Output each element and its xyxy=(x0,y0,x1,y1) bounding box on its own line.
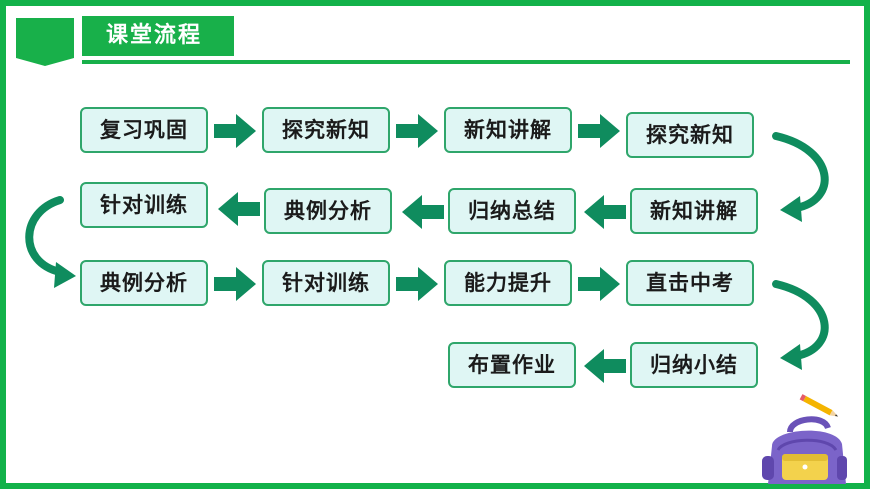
arrow-left-icon xyxy=(584,195,626,229)
step-summarize: 归纳总结 xyxy=(448,188,576,234)
arrow-right-icon xyxy=(396,114,438,148)
arrow-right-icon xyxy=(214,114,256,148)
arrow-right-icon xyxy=(214,267,256,301)
backpack-icon xyxy=(762,416,847,484)
arrow-right-icon xyxy=(578,267,620,301)
step-exam-focus: 直击中考 xyxy=(626,260,754,306)
step-review: 复习巩固 xyxy=(80,107,208,153)
curved-arrow-icon xyxy=(772,132,829,222)
header-underline xyxy=(82,60,850,64)
arrow-right-icon xyxy=(396,267,438,301)
arrow-right-icon xyxy=(578,114,620,148)
step-example-analysis-2: 典例分析 xyxy=(80,260,208,306)
curved-arrow-icon xyxy=(25,196,76,288)
arrow-left-icon xyxy=(402,195,444,229)
step-ability-improve: 能力提升 xyxy=(444,260,572,306)
step-homework: 布置作业 xyxy=(448,342,576,388)
header-marker xyxy=(16,18,74,66)
step-explain-new: 新知讲解 xyxy=(444,107,572,153)
step-explain-new-2: 新知讲解 xyxy=(630,188,758,234)
step-targeted-practice-2: 针对训练 xyxy=(262,260,390,306)
step-example-analysis: 典例分析 xyxy=(264,188,392,234)
step-explore-new: 探究新知 xyxy=(262,107,390,153)
step-explore-new-2: 探究新知 xyxy=(626,112,754,158)
step-summary: 归纳小结 xyxy=(630,342,758,388)
pencil-icon xyxy=(799,394,839,417)
arrow-left-icon xyxy=(218,192,260,226)
step-targeted-practice: 针对训练 xyxy=(80,182,208,228)
section-title: 课堂流程 xyxy=(82,16,234,56)
arrow-left-icon xyxy=(584,349,626,383)
curved-arrow-icon xyxy=(772,280,829,370)
